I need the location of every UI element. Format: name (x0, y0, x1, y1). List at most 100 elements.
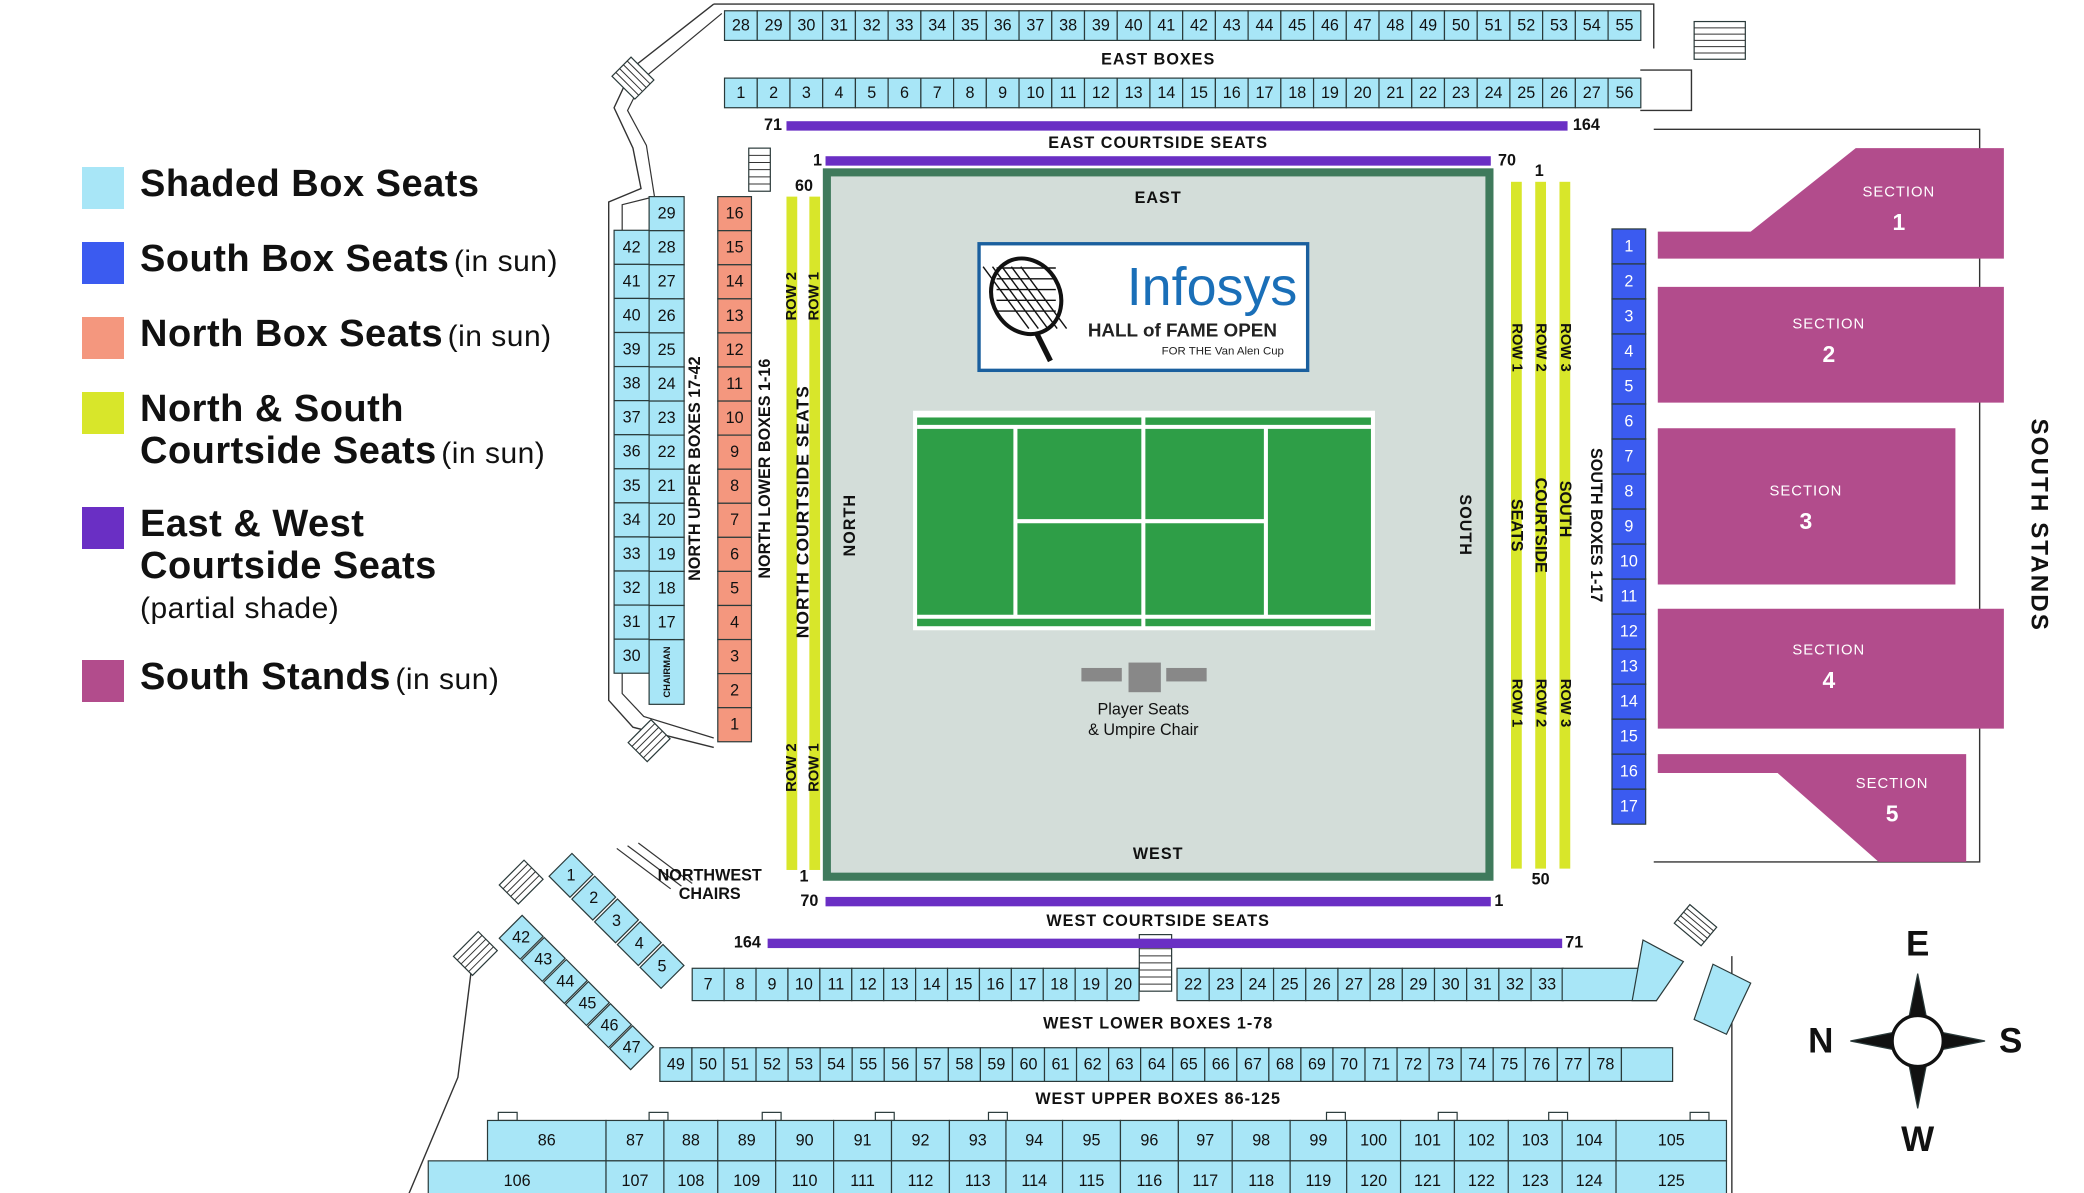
east-box-seat[interactable] (1345, 10, 1380, 42)
west-lower-box-seat[interactable] (1466, 967, 1500, 1002)
northwest-box-seat[interactable]: 43 (520, 936, 567, 983)
west-upper-box-seat[interactable] (1231, 1119, 1291, 1162)
northwest-box-seat[interactable]: 47 (608, 1024, 655, 1071)
diag-seat-box[interactable] (571, 875, 617, 921)
west-lower-box-seat[interactable] (1240, 967, 1275, 1002)
west-lower-box-seat[interactable] (1108, 1047, 1142, 1083)
west-lower-box-seat[interactable] (1332, 1047, 1366, 1083)
north-lower-box-seat[interactable] (717, 638, 753, 675)
north-lower-box-seat[interactable] (717, 400, 753, 436)
west-lower-box-seat[interactable] (819, 1047, 853, 1083)
east-box-seat[interactable] (1378, 10, 1413, 42)
west-lower-box-seat[interactable] (1106, 967, 1140, 1002)
northwest-box-seat[interactable]: 46 (586, 1002, 633, 1049)
west-upper-box-seat[interactable] (775, 1160, 835, 1193)
west-lower-box-seat[interactable] (1010, 967, 1044, 1002)
west-upper-box-seat[interactable] (1561, 1119, 1617, 1162)
east-box-seat[interactable] (887, 10, 922, 42)
west-upper-box-seat[interactable] (1615, 1160, 1728, 1193)
east-box-seat[interactable] (822, 77, 857, 109)
east-box-seat[interactable] (1411, 77, 1446, 109)
west-lower-box-seat[interactable] (1524, 1047, 1558, 1083)
west-upper-box-seat[interactable] (1119, 1160, 1179, 1193)
west-upper-box-seat[interactable] (717, 1119, 777, 1162)
west-upper-box-seat[interactable] (1346, 1160, 1402, 1193)
east-box-seat[interactable] (1083, 77, 1118, 109)
west-lower-box-seat[interactable] (1460, 1047, 1494, 1083)
north-upper-box-seat[interactable] (648, 230, 685, 266)
west-lower-box-seat[interactable] (723, 967, 757, 1002)
north-upper-box-seat[interactable] (648, 604, 685, 641)
west-lower-box-seat[interactable] (978, 967, 1012, 1002)
west-lower-box-seat[interactable] (787, 1047, 821, 1083)
east-box-seat[interactable] (952, 77, 987, 109)
east-box-seat[interactable] (1149, 10, 1184, 42)
south-box-seat[interactable] (1611, 368, 1647, 405)
diag-seat-box[interactable] (498, 914, 544, 961)
north-upper-box-seat[interactable] (613, 331, 650, 368)
north-courtside-row-1[interactable] (809, 196, 821, 870)
diag-seat-box[interactable] (586, 1002, 633, 1049)
north-upper-box-seat[interactable] (648, 366, 685, 402)
west-upper-box-seat[interactable] (1453, 1160, 1509, 1193)
south-courtside-row-1[interactable] (1510, 181, 1522, 869)
south-box-seat[interactable] (1611, 788, 1647, 825)
northwest-box-seat[interactable]: 44 (542, 958, 589, 1005)
northwest-box-seat[interactable]: 3 (593, 898, 640, 944)
west-lower-box-seat[interactable] (1268, 1047, 1302, 1083)
north-upper-box-seat[interactable] (613, 502, 650, 538)
west-lower-box-seat[interactable] (1530, 967, 1564, 1002)
south-box-seat[interactable] (1611, 263, 1647, 300)
west-upper-box-seat[interactable] (1119, 1119, 1179, 1162)
east-box-seat[interactable] (1182, 10, 1216, 42)
east-box-seat[interactable] (1411, 10, 1446, 42)
west-lower-box-seat[interactable] (1074, 967, 1108, 1002)
west-upper-box-seat[interactable] (717, 1160, 777, 1193)
west-lower-box-seat[interactable] (1492, 1047, 1526, 1083)
northwest-box-seat[interactable]: 1 (548, 852, 594, 899)
west-lower-box-seat[interactable] (723, 1047, 757, 1083)
south-box-seat[interactable] (1611, 543, 1647, 580)
north-courtside-row-2[interactable] (786, 196, 798, 870)
east-box-seat[interactable] (1509, 10, 1544, 42)
west-lower-box-seat[interactable] (787, 967, 821, 1002)
west-upper-box-seat[interactable] (1289, 1160, 1348, 1193)
east-box-seat[interactable] (723, 77, 758, 109)
east-box-seat[interactable] (854, 10, 889, 42)
south-box-seat[interactable] (1611, 718, 1647, 755)
north-lower-box-seat[interactable] (717, 366, 753, 402)
east-box-seat[interactable] (789, 10, 824, 42)
east-box-seat[interactable] (1083, 10, 1118, 42)
south-box-seat[interactable] (1611, 613, 1647, 650)
north-upper-box-seat[interactable] (648, 332, 685, 368)
north-lower-box-seat[interactable] (717, 230, 753, 266)
east-box-seat[interactable] (756, 77, 791, 109)
west-upper-box-seat[interactable] (775, 1119, 835, 1162)
west-lower-box-seat[interactable] (1140, 1047, 1174, 1083)
diag-seat-box[interactable] (564, 980, 611, 1027)
west-lower-box-seat[interactable] (1176, 967, 1210, 1002)
east-box-seat[interactable] (1607, 10, 1642, 42)
west-lower-box-seat[interactable] (1236, 1047, 1270, 1083)
north-upper-box-seat[interactable] (613, 638, 650, 674)
west-upper-box-seat[interactable] (663, 1160, 719, 1193)
west-upper-box-seat[interactable] (948, 1160, 1007, 1193)
south-courtside-row-3[interactable] (1559, 181, 1571, 869)
east-box-seat[interactable] (822, 10, 857, 42)
west-lower-box-seat[interactable] (1401, 967, 1436, 1002)
north-upper-box-seat[interactable] (613, 536, 650, 572)
north-lower-box-seat[interactable] (717, 264, 753, 300)
east-box-seat[interactable] (1280, 10, 1315, 42)
west-upper-box-seat[interactable] (486, 1119, 607, 1162)
diag-seat-box[interactable] (616, 920, 663, 967)
west-lower-box-seat[interactable] (1588, 1047, 1623, 1083)
north-upper-box-seat[interactable] (613, 434, 650, 470)
east-box-seat[interactable] (1574, 10, 1609, 42)
west-lower-box-seat[interactable] (1428, 1047, 1462, 1083)
west-upper-box-seat[interactable] (427, 1160, 607, 1193)
west-lower-box-seat[interactable] (1620, 1047, 1674, 1083)
east-box-seat[interactable] (1509, 77, 1544, 109)
west-lower-box-seat[interactable] (1369, 967, 1403, 1002)
east-box-seat[interactable] (1247, 77, 1282, 109)
east-box-seat[interactable] (1542, 77, 1576, 109)
